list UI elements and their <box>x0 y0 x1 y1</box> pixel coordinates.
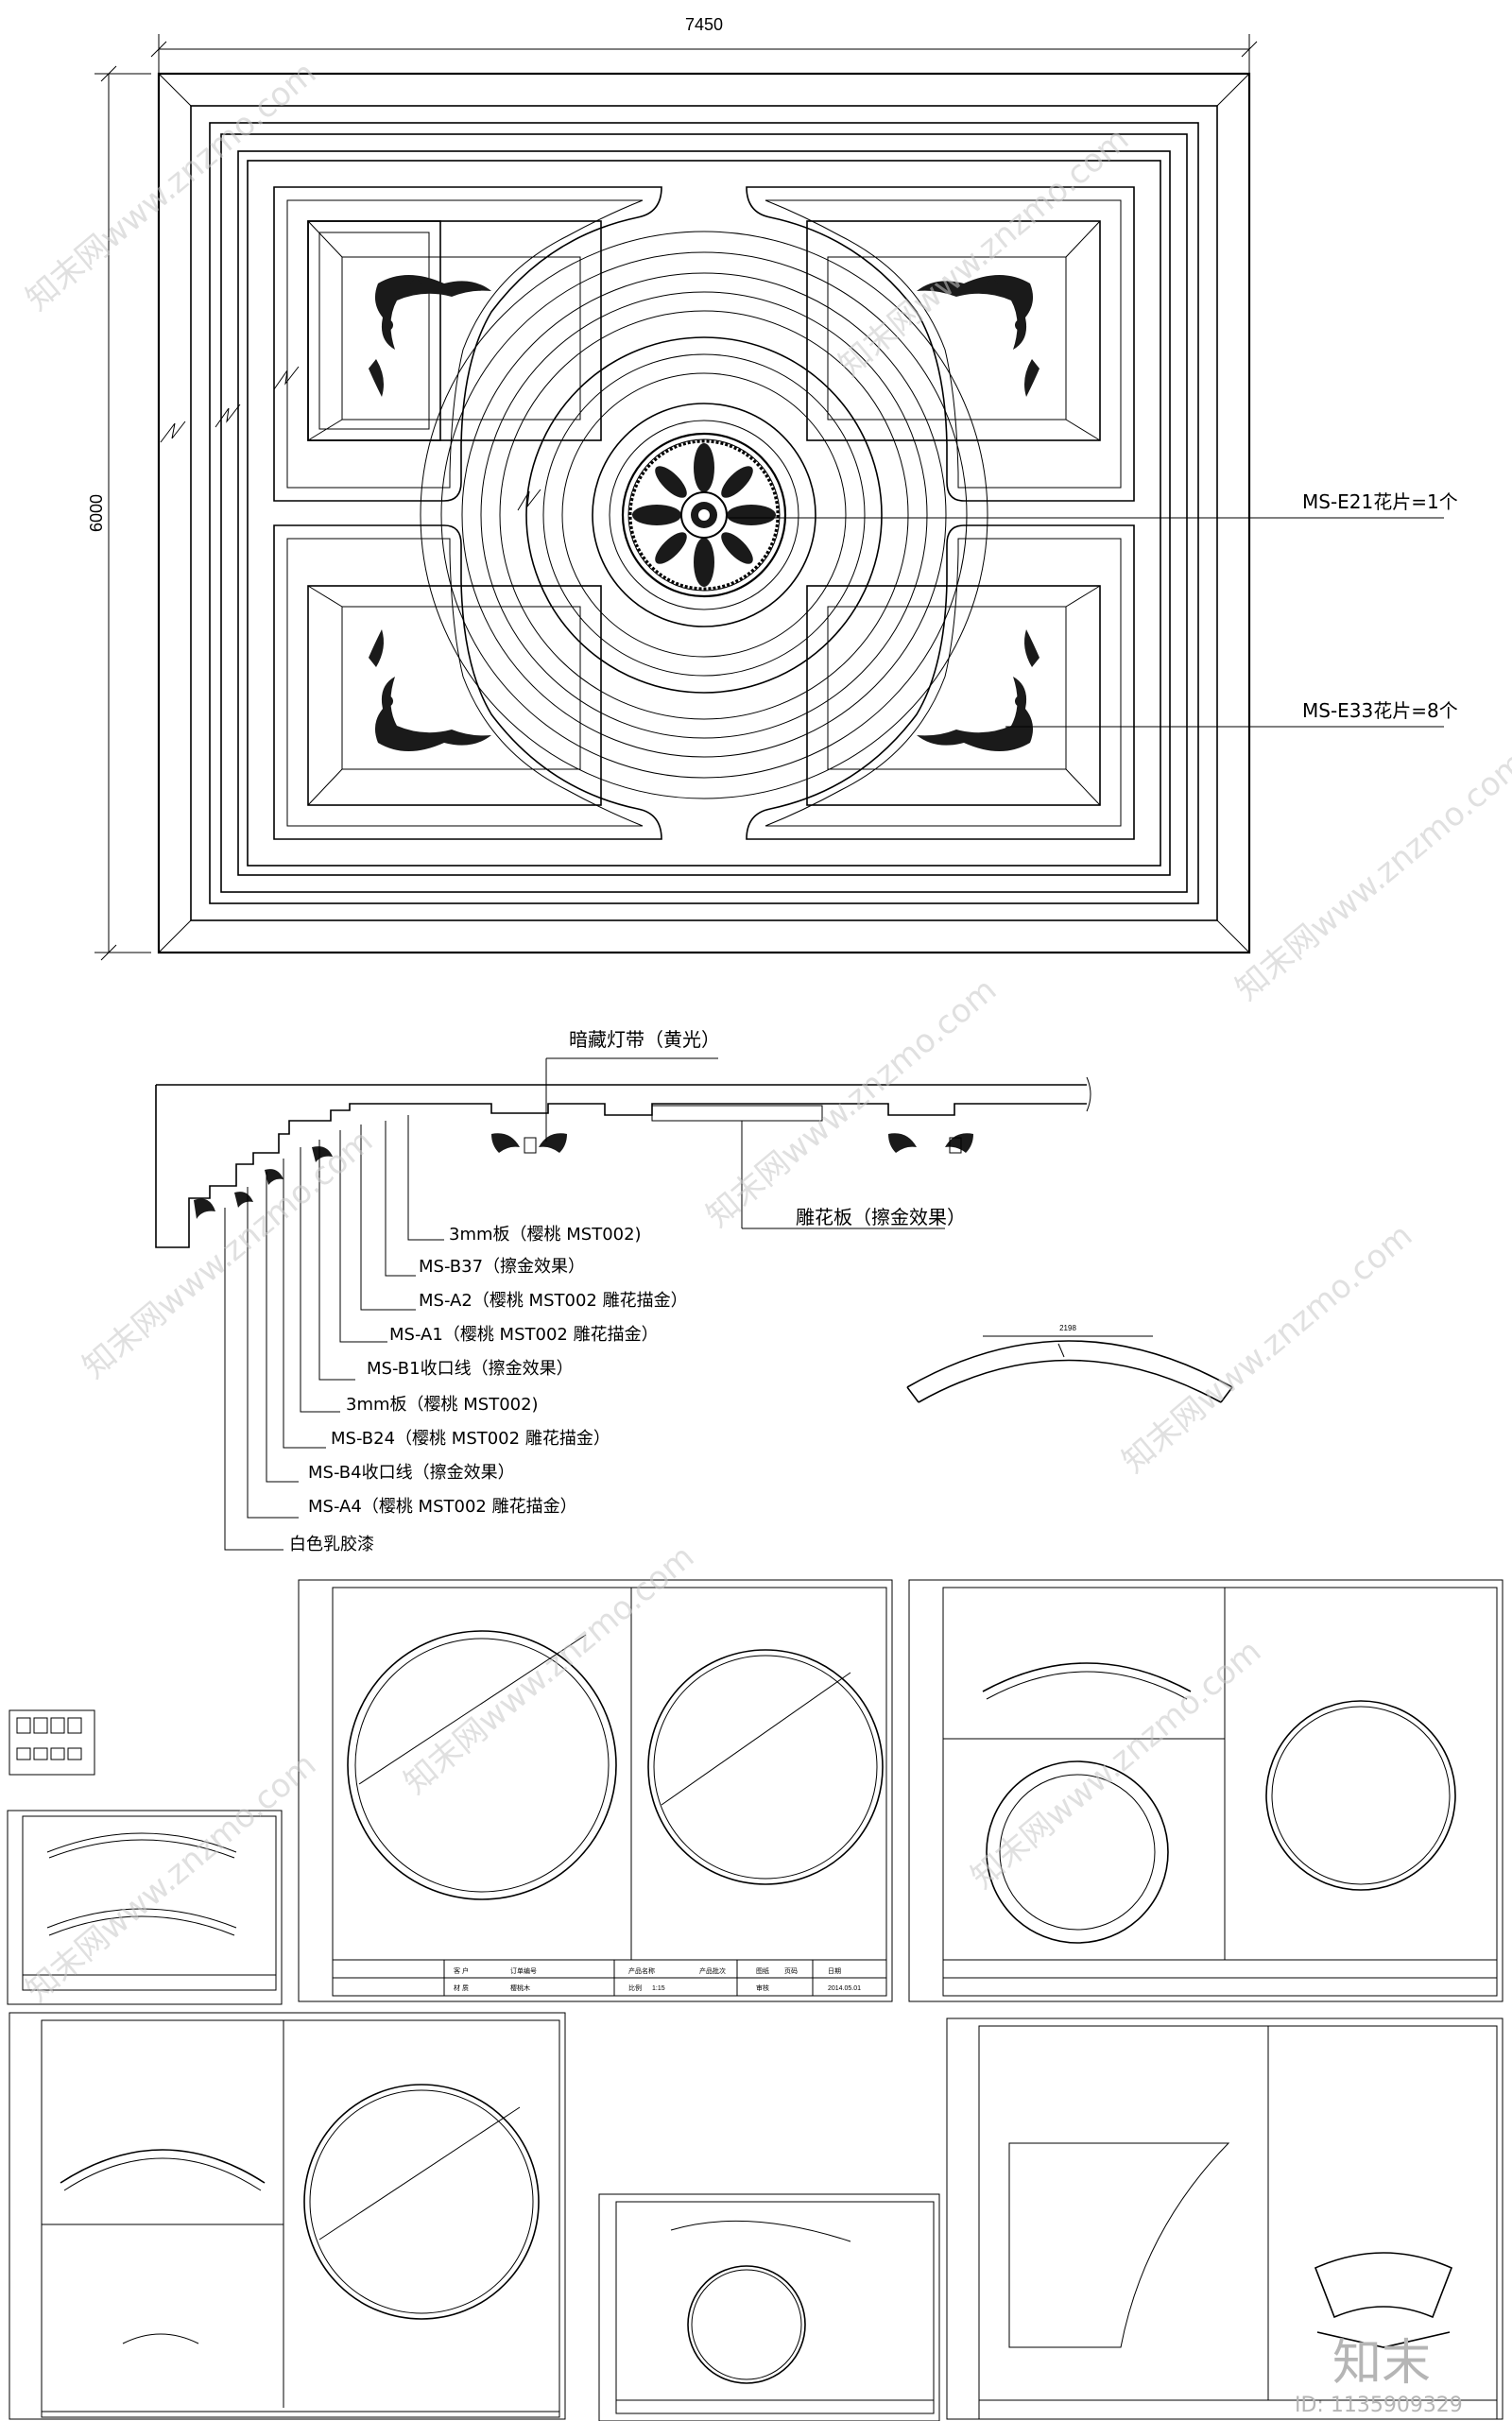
section-label-8: MS-A4（樱桃 MST002 雕花描金） <box>308 1497 577 1517</box>
dimension-width: 7450 <box>150 15 1258 76</box>
arc-piece: 2198 <box>906 1324 1233 1403</box>
dimension-width-text: 7450 <box>685 15 723 34</box>
section-top-label: 暗藏灯带（黄光） <box>569 1028 720 1051</box>
corner-panel-top-right <box>746 186 1135 502</box>
section-label-1: MS-B37（擦金效果） <box>419 1257 585 1277</box>
tb-batch: 产品批次 <box>699 1966 726 1975</box>
watermark-1: 知末网www.znzmo.com <box>19 54 323 318</box>
section-label-3: MS-A1（樱桃 MST002 雕花描金） <box>389 1325 659 1345</box>
watermark-5: 知末网www.znzmo.com <box>76 1122 380 1385</box>
tb-date: 日期 <box>828 1967 841 1975</box>
corner-ornament-top-left <box>369 275 491 397</box>
sheet-arc-circle <box>9 2012 566 2420</box>
sheet-circles <box>298 1579 893 2002</box>
arc-dim-text: 2198 <box>1059 1324 1076 1332</box>
tb-order: 订单编号 <box>510 1966 537 1975</box>
watermark-9: 知末网www.znzmo.com <box>19 1745 323 2009</box>
watermark-3: 知末网www.znzmo.com <box>1228 744 1512 1007</box>
ceiling-section: 暗藏灯带（黄光） 雕花板（擦金效果） 3mm板（樱桃 MST002) MS-B3… <box>155 1028 1233 1554</box>
tb-drawing: 图纸 <box>756 1966 769 1975</box>
callout-ms-e33: MS-E33花片=8个 <box>1005 699 1458 728</box>
watermark-6: 知末网www.znzmo.com <box>1115 1216 1419 1480</box>
corner-ornament-bottom-right <box>917 629 1040 751</box>
tb-material: 材 质 <box>454 1983 469 1992</box>
sheet-sector <box>946 2018 1503 2420</box>
watermark-logo: 知末 ID: 1135909329 <box>1295 2335 1463 2417</box>
section-label-0: 3mm板（樱桃 MST002) <box>449 1225 642 1245</box>
watermark-id: ID: 1135909329 <box>1295 2394 1463 2417</box>
section-right-label: 雕花板（擦金效果） <box>796 1206 966 1228</box>
corner-panel-bottom-left <box>273 524 662 840</box>
sheet-arc-small <box>7 1810 283 2005</box>
callout-ms-e33-text: MS-E33花片=8个 <box>1302 699 1458 722</box>
watermark-4: 知末网www.znzmo.com <box>699 970 1004 1234</box>
tb-product: 产品名称 <box>628 1966 655 1975</box>
tb-page: 页码 <box>784 1967 798 1975</box>
tb-wood: 樱桃木 <box>510 1983 530 1992</box>
section-label-2: MS-A2（樱桃 MST002 雕花描金） <box>419 1291 688 1311</box>
tb-client: 客 户 <box>454 1966 469 1975</box>
tb-scale-label: 比例 <box>628 1983 642 1992</box>
section-label-6: MS-B24（樱桃 MST002 雕花描金） <box>331 1429 610 1449</box>
corner-panel-bottom-right <box>746 524 1135 840</box>
sheet-arc-ring <box>908 1579 1503 2002</box>
sheet-thumbnails <box>7 1579 1503 2421</box>
section-label-7: MS-B4收口线（擦金效果） <box>308 1463 515 1483</box>
dimension-height-text: 6000 <box>87 494 106 532</box>
section-label-5: 3mm板（樱桃 MST002) <box>346 1395 539 1415</box>
tb-review: 审核 <box>756 1983 769 1992</box>
section-break-marks <box>160 366 541 511</box>
section-label-9: 白色乳胶漆 <box>289 1535 374 1554</box>
corner-ornament-bottom-left <box>369 629 491 751</box>
corner-ornament-top-right <box>917 275 1040 397</box>
dimension-height: 6000 <box>87 65 151 961</box>
tb-scale: 1:15 <box>652 1985 665 1992</box>
callout-ms-e21: MS-E21花片=1个 <box>728 490 1458 519</box>
sheet-arc-detail <box>598 2193 940 2421</box>
central-rings <box>420 231 988 799</box>
section-label-4: MS-B1收口线（擦金效果） <box>367 1359 574 1379</box>
ceiling-plan: 7450 6000 <box>87 15 1458 961</box>
section-labels: 3mm板（樱桃 MST002) MS-B37（擦金效果） MS-A2（樱桃 MS… <box>289 1225 688 1554</box>
watermark-logo-text: 知末 <box>1332 2335 1431 2392</box>
watermark-7: 知末网www.znzmo.com <box>397 1537 701 1801</box>
outer-frames <box>157 72 1251 954</box>
ceiling-medallion-ms-e21 <box>628 439 780 591</box>
section-leaders <box>224 1115 444 1551</box>
title-block-text: 客 户 订单编号 产品名称 产品批次 图纸 页码 日期 材 质 樱桃木 比例 1… <box>454 1966 861 1992</box>
tool-palette <box>9 1709 95 1776</box>
watermark-8: 知末网www.znzmo.com <box>964 1632 1268 1896</box>
tb-date-value: 2014.05.01 <box>828 1985 861 1992</box>
callout-ms-e21-text: MS-E21花片=1个 <box>1302 490 1458 513</box>
corner-panel-top-left <box>273 186 662 502</box>
